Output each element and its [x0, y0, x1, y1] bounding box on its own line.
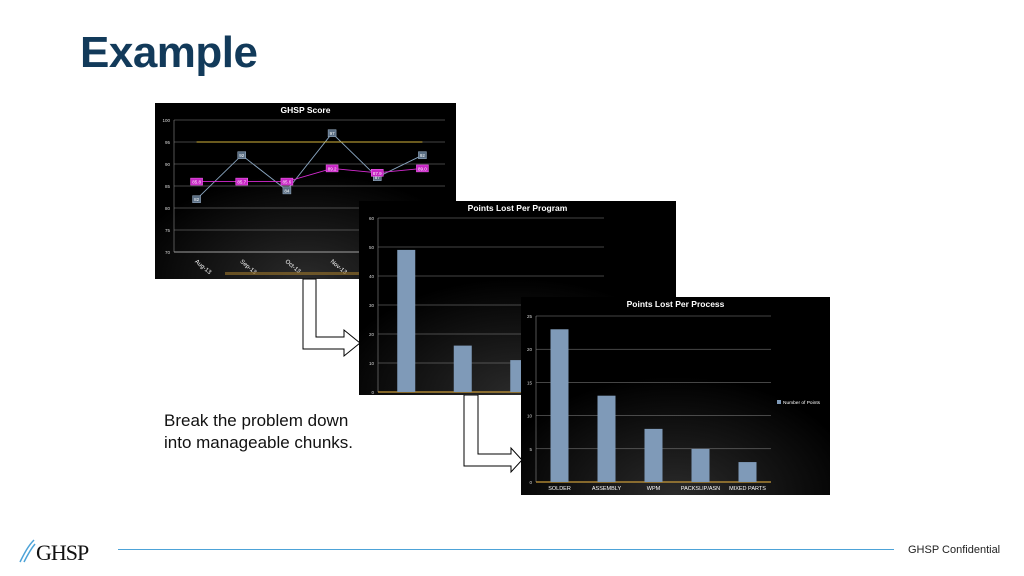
- c3-x-tick-label: WPM: [647, 486, 661, 492]
- c1-series-1-marker: [416, 164, 429, 173]
- c3-bar: [644, 428, 663, 482]
- c2-y-tick-label: 50: [369, 245, 375, 250]
- footer-divider: [118, 549, 894, 550]
- c3-y-tick-label: 20: [527, 347, 533, 352]
- c3-bar: [691, 448, 710, 482]
- ghsp-logo: GHSP: [19, 539, 90, 565]
- c3-x-tick-label: ASSEMBLY: [592, 486, 622, 492]
- c3-title: Points Lost Per Process: [627, 299, 725, 309]
- c1-series-0-data-label: 92: [239, 153, 245, 158]
- arrow-1: [302, 278, 361, 358]
- c1-floor-glow: [225, 272, 415, 275]
- c1-series-0-data-label: 82: [194, 197, 200, 202]
- c1-series-1-marker: [235, 177, 248, 186]
- c1-series-0-data-label: 84: [284, 188, 290, 193]
- c1-series-1-data-label: 85.7: [237, 180, 246, 185]
- c3-bar: [597, 395, 616, 482]
- c2-y-tick-label: 0: [371, 390, 374, 395]
- c3-y-tick-label: 5: [529, 447, 532, 452]
- c1-series-0-marker: [237, 151, 246, 159]
- c1-series-0-marker: [282, 186, 292, 195]
- c1-y-tick-label: 75: [165, 228, 171, 233]
- c3-bar: [550, 329, 569, 482]
- note-text: Break the problem down into manageable c…: [164, 410, 353, 454]
- c1-series-1-marker: [371, 169, 384, 177]
- c1-y-tick-label: 80: [165, 206, 171, 211]
- slide-title: Example: [80, 28, 258, 77]
- c3-x-tick-label: MIXED PARTS: [729, 486, 766, 492]
- c3-y-tick-label: 25: [527, 314, 533, 319]
- c1-y-tick-label: 95: [165, 140, 171, 145]
- arrow-2: [463, 394, 523, 474]
- c1-title: GHSP Score: [281, 105, 331, 115]
- c1-series-0-data-label: 97: [330, 131, 336, 136]
- c3-y-tick-label: 15: [527, 380, 533, 385]
- c1-y-tick-label: 90: [165, 162, 171, 167]
- c3-y-tick-label: 10: [527, 414, 533, 419]
- c2-y-tick-label: 20: [369, 332, 375, 337]
- c3-x-tick-label: PACKSLIP/ASN: [681, 486, 720, 492]
- c1-y-tick-label: 100: [162, 118, 170, 123]
- c1-series-1-data-label: 89.2: [328, 166, 337, 171]
- c2-y-tick-label: 60: [369, 216, 375, 221]
- c3-background: [521, 297, 830, 495]
- c1-series-0-marker: [327, 129, 337, 137]
- c2-title: Points Lost Per Program: [468, 203, 568, 213]
- svg-text:GHSP: GHSP: [36, 540, 89, 565]
- footer-confidential: GHSP Confidential: [908, 544, 1001, 556]
- c1-series-0-data-label: 92: [420, 153, 426, 158]
- c1-series-0-marker: [418, 151, 427, 159]
- c2-y-tick-label: 10: [369, 361, 375, 366]
- note-line-2: into manageable chunks.: [164, 433, 354, 452]
- c2-bar: [397, 249, 416, 392]
- c1-series-1-marker: [190, 177, 203, 186]
- c1-series-1-marker: [280, 177, 294, 186]
- c1-series-1-marker: [325, 164, 339, 173]
- c1-series-1-data-label: 89.0: [418, 166, 427, 171]
- c1-series-0-marker: [192, 195, 201, 203]
- c3-x-tick-label: SOLDER: [548, 486, 571, 492]
- c3-legend-label: Number of Points: [783, 400, 821, 406]
- c3-legend-swatch: [777, 400, 781, 404]
- c2-y-tick-label: 30: [369, 303, 375, 308]
- note-line-1: Break the problem down: [164, 411, 349, 430]
- c1-series-0-data-label: 87: [375, 175, 381, 180]
- c1-series-1-line: [196, 167, 423, 183]
- c1-series-0-line: [196, 132, 423, 200]
- c1-y-tick-label: 70: [165, 250, 171, 255]
- c1-series-1-data-label: 87.9: [373, 171, 382, 176]
- c3-bar: [738, 462, 757, 482]
- c1-series-1-data-label: 85.6: [283, 180, 292, 185]
- c1-series-1-data-label: 85.8: [192, 180, 201, 185]
- c1-y-tick-label: 85: [165, 184, 171, 189]
- c2-y-tick-label: 40: [369, 274, 375, 279]
- points-lost-per-program-svg: Points Lost Per Program 0 10 20 30 40 50 60: [359, 201, 676, 395]
- c2-bar: [453, 345, 472, 392]
- c3-y-tick-label: 0: [529, 480, 532, 485]
